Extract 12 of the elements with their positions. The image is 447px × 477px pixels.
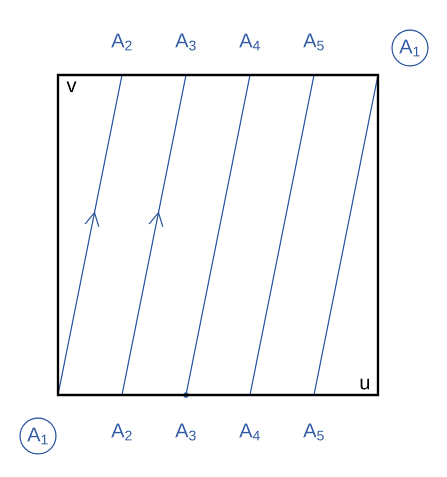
point-label: A$_{5}$ xyxy=(303,34,324,50)
point-label: A$_{4}$ xyxy=(239,34,260,50)
corner-label: v xyxy=(66,82,76,92)
point-label: A$_{4}$ xyxy=(239,424,260,440)
point-label: A$_{3}$ xyxy=(175,34,196,50)
point-label: A$_{2}$ xyxy=(111,424,132,440)
point-label: A$_{5}$ xyxy=(303,424,324,440)
corner-label: u xyxy=(360,378,370,390)
circled-label: A$_{1}$ xyxy=(19,417,57,455)
point-label: A$_{2}$ xyxy=(111,34,132,50)
point-label: A$_{3}$ xyxy=(175,424,196,440)
circled-label: A$_{1}$ xyxy=(391,29,429,67)
